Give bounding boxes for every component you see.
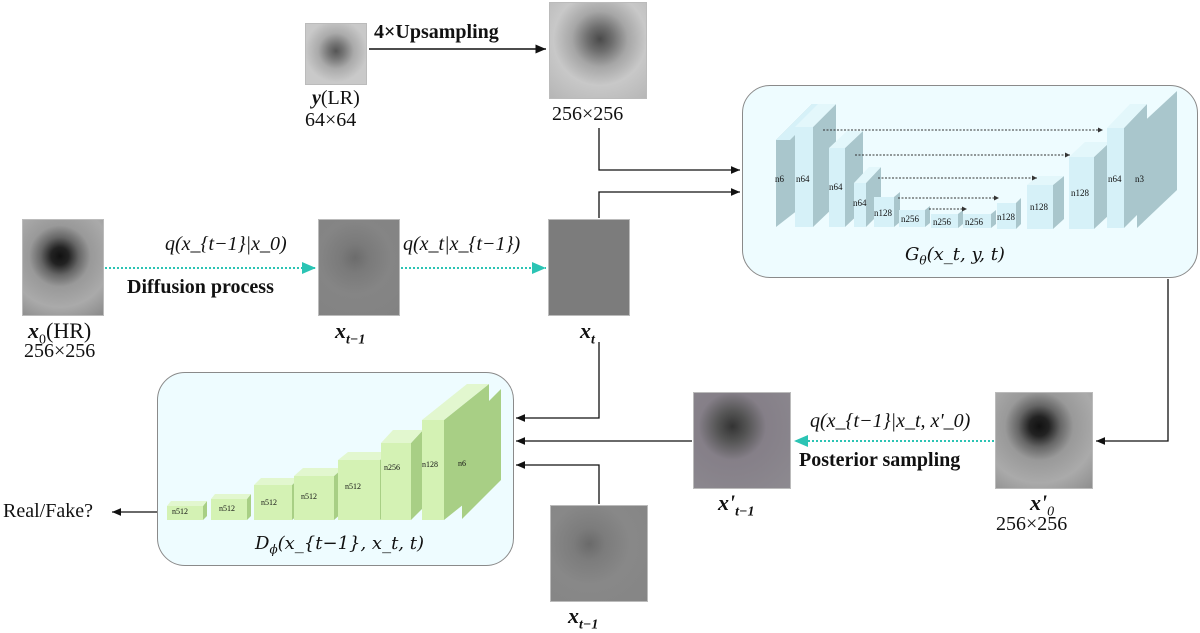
lr-image-y — [305, 23, 367, 85]
discriminator-blocks — [167, 384, 501, 520]
lr-label: y(LR) — [312, 87, 360, 110]
upsampled-image — [549, 2, 647, 99]
x0-label: x0(HR) — [28, 318, 92, 348]
xt-label: xt — [580, 318, 595, 348]
x0-size: 256×256 — [24, 340, 96, 362]
gen-label-n64b: n64 — [829, 182, 843, 192]
gen-label-n6: n6 — [775, 174, 784, 184]
skip-connections — [823, 127, 1103, 212]
disc-label-1: n512 — [172, 507, 188, 516]
gen-block-n256c — [963, 214, 991, 228]
gen-block-n128d — [1069, 157, 1094, 229]
upsampling-label: 4×Upsampling — [374, 21, 499, 43]
gen-block-n64c — [854, 183, 866, 227]
posterior-caption: Posterior sampling — [799, 449, 961, 471]
bottom-image-xt-minus-1 — [550, 505, 648, 602]
xt-minus-1-label: xt−1 — [335, 318, 366, 348]
gen-label-n64a: n64 — [796, 174, 810, 184]
gen-label-n128a: n128 — [874, 208, 892, 218]
lr-size: 64×64 — [305, 109, 357, 131]
forward-formula-1: q(x_{t−1}|x_0) — [165, 233, 287, 255]
gen-label-n256a: n256 — [901, 214, 919, 224]
disc-label-7: n128 — [422, 460, 438, 469]
gen-block-n3 — [1137, 91, 1177, 228]
posterior-formula: q(x_{t−1}|x_t, x'_0) — [810, 410, 971, 432]
gen-block-n64d — [1107, 128, 1124, 228]
predicted-image-x0-prime — [995, 392, 1093, 489]
xt-to-discriminator-arrow — [516, 342, 600, 422]
lr-label-var: y — [312, 87, 321, 109]
noisy-image-xt-minus-1 — [318, 219, 400, 316]
x0-prime-size: 256×256 — [996, 513, 1068, 535]
disc-label-8: n6 — [458, 459, 466, 468]
disc-label-4: n512 — [301, 492, 317, 501]
gen-label-n3: n3 — [1135, 174, 1144, 184]
forward-formula-2: q(x_t|x_{t−1}) — [403, 233, 521, 255]
gen-label-n128b: n128 — [997, 212, 1015, 222]
lr-label-suffix: (LR) — [320, 87, 360, 109]
x0-prime-label: x'0 — [1030, 490, 1055, 520]
posterior-image-xt1-prime — [693, 392, 791, 489]
bottom-xt1-to-discriminator-arrow — [516, 461, 600, 504]
gen-block-n128a — [874, 197, 894, 227]
gen-block-n128b — [997, 203, 1016, 229]
disc-label-6: n256 — [384, 463, 400, 472]
upsampled-to-generator-arrow — [598, 128, 740, 174]
xt-to-generator-arrow — [598, 188, 740, 218]
real-fake-label: Real/Fake? — [3, 500, 93, 522]
upsampled-size: 256×256 — [552, 103, 624, 125]
generator-label: Gθ(x_t, y, t) — [905, 244, 1005, 268]
noisy-image-xt — [548, 219, 630, 316]
gen-block-n256b — [931, 214, 958, 228]
discriminator-label: Dϕ(x_{t−1}, x_t, t) — [255, 533, 424, 557]
gen-block-n128c — [1027, 185, 1053, 229]
gen-label-n128c: n128 — [1030, 202, 1048, 212]
generator-blocks — [776, 91, 1177, 229]
generator-to-x0prime-arrow — [1096, 279, 1169, 445]
xt1-prime-label: x't−1 — [718, 490, 755, 520]
hr-image-x0 — [22, 219, 104, 316]
gen-label-n256c: n256 — [965, 217, 983, 227]
disc-label-5: n512 — [345, 482, 361, 491]
gen-label-n256b: n256 — [933, 217, 951, 227]
gen-label-n64d: n64 — [1108, 174, 1122, 184]
disc-label-2: n512 — [219, 504, 235, 513]
gen-block-n64a — [795, 127, 813, 227]
gen-label-n128d: n128 — [1071, 188, 1089, 198]
gen-label-n64c: n64 — [853, 198, 867, 208]
gen-block-n64b — [829, 148, 845, 227]
disc-label-3: n512 — [261, 498, 277, 507]
gen-block-n256a — [899, 210, 925, 227]
diffusion-caption: Diffusion process — [127, 276, 274, 298]
